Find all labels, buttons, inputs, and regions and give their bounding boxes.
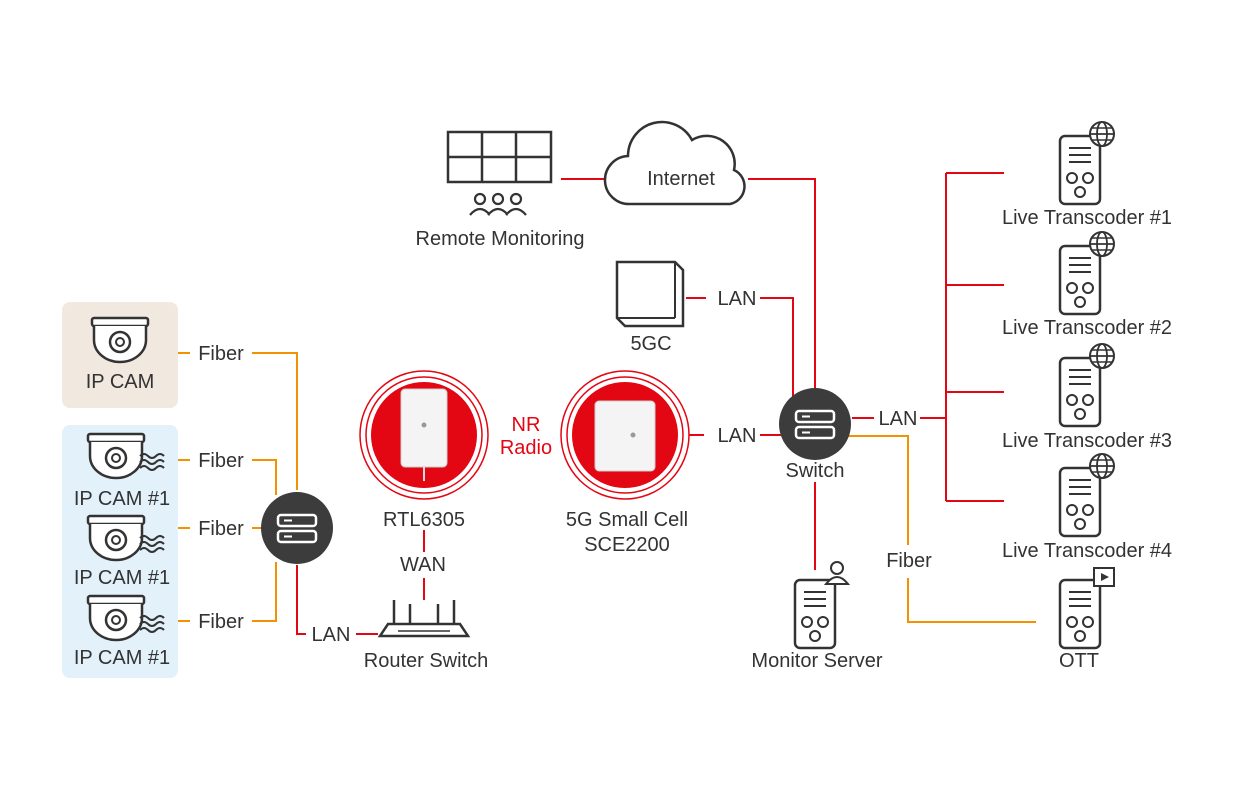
network-hub-icon <box>259 490 335 566</box>
fiber-links <box>178 352 1036 623</box>
ip-cam-icon <box>90 316 150 364</box>
ott-icon <box>1058 567 1115 650</box>
live-transcoder-2-icon <box>1058 231 1115 316</box>
fiber-label-cam: Fiber <box>198 343 244 365</box>
ip-cam-3-label: IP CAM #1 <box>73 647 171 669</box>
5gc-label: 5GC <box>630 333 672 355</box>
wan-label: WAN <box>400 554 446 576</box>
small-cell-label: 5G Small Cell <box>565 509 689 531</box>
server-box-icon <box>615 260 685 328</box>
router-switch-label: Router Switch <box>363 650 489 672</box>
small-cell-model-label: SCE2200 <box>584 534 670 556</box>
live-transcoder-3-label: Live Transcoder #3 <box>1001 430 1173 452</box>
live-transcoder-1-icon <box>1058 121 1115 206</box>
internet-label: Internet <box>647 168 715 190</box>
monitor-server-label: Monitor Server <box>751 650 883 672</box>
lan-label-router: LAN <box>311 624 351 646</box>
live-transcoder-1-label: Live Transcoder #1 <box>1001 207 1173 229</box>
lan-label-cell: LAN <box>717 425 757 447</box>
live-transcoder-4-icon <box>1058 453 1115 538</box>
ip-cam-label: IP CAM <box>85 371 155 393</box>
monitor-server-icon <box>793 561 851 650</box>
video-wall-icon <box>446 130 553 184</box>
nr-label: NR <box>511 414 541 436</box>
people-icon <box>469 192 527 216</box>
lan-label-5gc: LAN <box>717 288 757 310</box>
lan-links <box>296 172 1004 635</box>
live-transcoder-3-icon <box>1058 343 1115 428</box>
ott-label: OTT <box>1059 650 1099 672</box>
switch-label: Switch <box>785 460 845 482</box>
ip-cam-2-label: IP CAM #1 <box>73 567 171 589</box>
ip-cam-1-label: IP CAM #1 <box>73 488 171 510</box>
remote-monitoring-label: Remote Monitoring <box>415 228 585 250</box>
radio-label: Radio <box>499 437 553 459</box>
rtl6305-label: RTL6305 <box>383 509 465 531</box>
fiber-label-cam1: Fiber <box>198 450 244 472</box>
fiber-label-ott: Fiber <box>886 550 932 572</box>
fiber-label-cam2: Fiber <box>198 518 244 540</box>
live-transcoder-2-label: Live Transcoder #2 <box>1001 317 1173 339</box>
lan-label-transcoders: LAN <box>878 408 918 430</box>
cloud-icon <box>603 120 746 206</box>
router-icon <box>377 600 471 638</box>
rtl6305-device <box>359 370 489 500</box>
fiber-label-cam3: Fiber <box>198 611 244 633</box>
live-transcoder-4-label: Live Transcoder #4 <box>1001 540 1173 562</box>
small-cell-device <box>560 370 690 500</box>
switch-hub-icon <box>777 386 853 462</box>
